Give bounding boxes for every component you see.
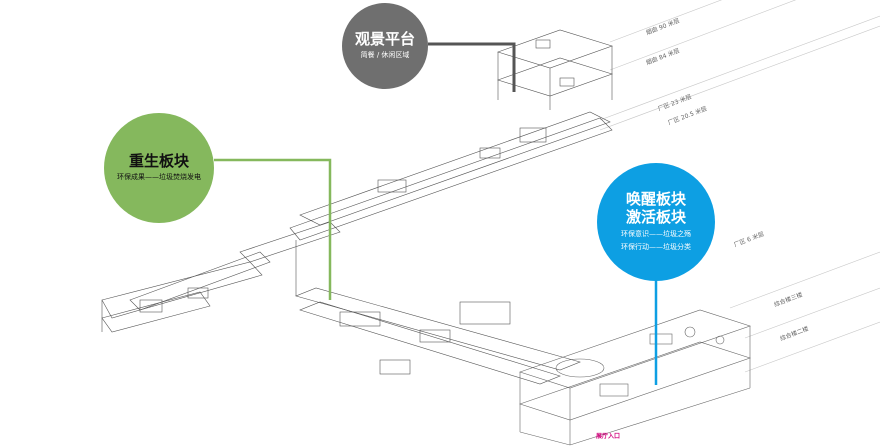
middle-corridor	[295, 240, 581, 385]
viewing-platform-callout: 观景平台 简餐 / 休闲区域	[342, 3, 428, 89]
rebirth-title: 重生板块	[128, 152, 189, 171]
awakening-sub-1: 环保意识——垃圾之殇	[621, 229, 691, 238]
awakening-title-2: 激活板块	[625, 207, 686, 226]
rebirth-subtitle: 环保成果——垃圾焚烧发电	[117, 173, 201, 182]
awakening-title-1: 唤醒板块	[625, 190, 686, 209]
rebirth-leader	[214, 158, 332, 300]
viewing-platform-subtitle: 简餐 / 休闲区域	[360, 51, 410, 60]
exhibition-box	[519, 309, 751, 446]
entrance-label: 展厅入口	[596, 433, 621, 440]
viewing-platform-leader	[428, 42, 516, 92]
awakening-sub-2: 环保行动——垃圾分类	[621, 243, 691, 252]
tower-plates	[497, 29, 613, 110]
level-guide-lines	[599, 0, 880, 373]
upper-walkway	[129, 111, 613, 311]
left-wing	[101, 261, 263, 333]
awakening-callout: 唤醒板块 激活板块 环保意识——垃圾之殇 环保行动——垃圾分类	[597, 163, 715, 281]
viewing-platform-title: 观景平台	[354, 30, 415, 49]
rebirth-callout: 重生板块 环保成果——垃圾焚烧发电	[104, 113, 214, 223]
